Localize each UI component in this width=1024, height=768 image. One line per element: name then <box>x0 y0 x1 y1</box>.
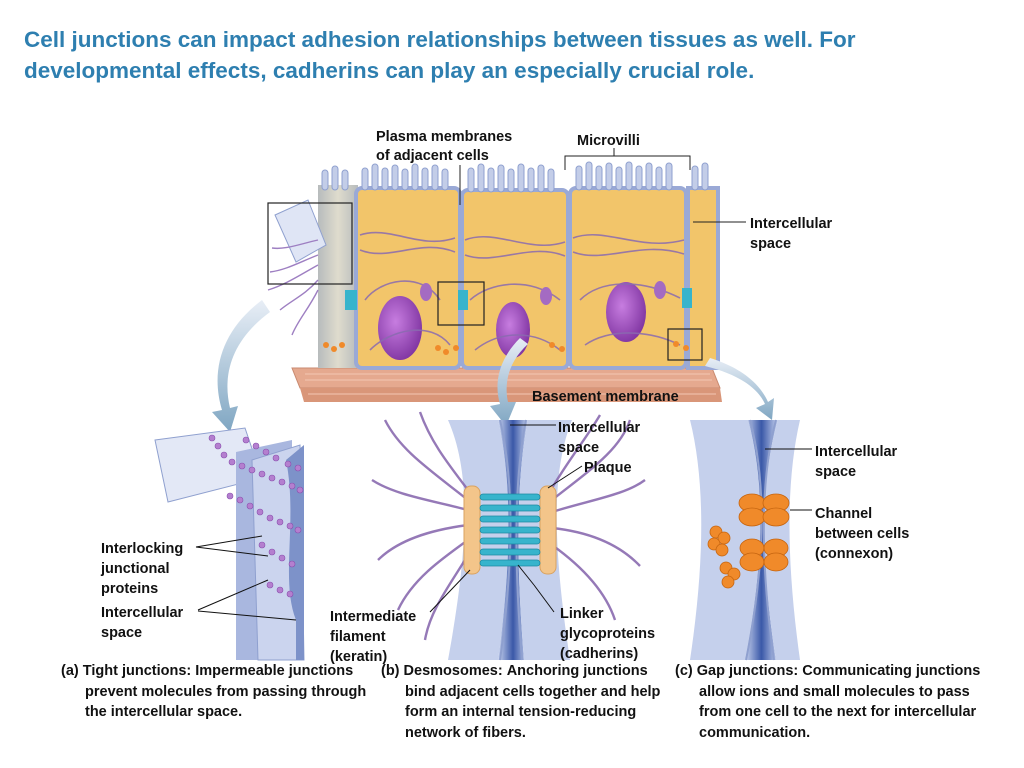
cell-right <box>686 186 720 370</box>
gap-junction-detail <box>690 419 812 661</box>
cell-3 <box>568 186 688 370</box>
epithelium-overview <box>267 148 746 402</box>
microvilli-border <box>321 161 709 193</box>
interlocking-proteins <box>208 434 304 598</box>
cell-left <box>318 185 358 368</box>
cell-1 <box>354 186 462 370</box>
top-junction-markers <box>323 281 692 355</box>
label-gap-intercellular-space: Intercellular space <box>815 444 901 480</box>
tight-junction-callout-box <box>267 202 353 285</box>
label-tight-intercellular-space: Intercellular space <box>101 605 187 641</box>
plaque-left <box>463 485 481 575</box>
label-linker-glycoproteins: Linker glycoproteins (cadherins) <box>560 606 659 662</box>
caption-gap-junctions: (c) Gap junctions: Communicating junctio… <box>675 663 981 741</box>
label-intermediate-filament: Intermediate filament (keratin) <box>330 609 420 665</box>
label-plaque: Plaque <box>584 460 632 476</box>
label-plasma-membranes: Plasma membranes of adjacent cells <box>376 129 516 164</box>
label-intercellular-space-top: Intercellular space <box>750 216 836 252</box>
filament-network <box>359 231 685 351</box>
peeled-membrane <box>274 199 327 263</box>
label-microvilli: Microvilli <box>577 133 640 149</box>
plaque-right <box>539 485 557 575</box>
slide-title: Cell junctions can impact adhesion relat… <box>24 27 856 83</box>
desmosome-callout-box <box>437 281 485 326</box>
arrow-to-tight <box>212 300 270 432</box>
label-interlocking: Interlocking junctional proteins <box>100 541 187 597</box>
label-basement-membrane: Basement membrane <box>532 389 679 405</box>
nucleus <box>378 296 422 360</box>
connexons <box>707 493 790 589</box>
cell-2 <box>460 188 570 370</box>
arrow-to-gap <box>705 358 774 420</box>
desmosome-detail <box>371 411 646 661</box>
microvilli-bracket <box>564 155 691 170</box>
keratin-filaments <box>371 411 646 641</box>
caption-tight-junctions: (a) Tight junctions: Impermeable junctio… <box>61 663 367 720</box>
nucleus <box>606 282 646 342</box>
gap-junction-callout-box <box>667 328 703 361</box>
linker-glycoproteins <box>479 493 541 567</box>
tight-junction-detail <box>154 427 305 661</box>
callout-arrows <box>212 300 774 432</box>
label-desmo-intercellular-space: Intercellular space <box>558 420 644 456</box>
caption-desmosomes: (b) Desmosomes: Anchoring junctions bind… <box>381 663 661 741</box>
arrow-to-desmosome <box>490 338 528 426</box>
label-channel: Channel between cells (connexon) <box>815 506 913 562</box>
